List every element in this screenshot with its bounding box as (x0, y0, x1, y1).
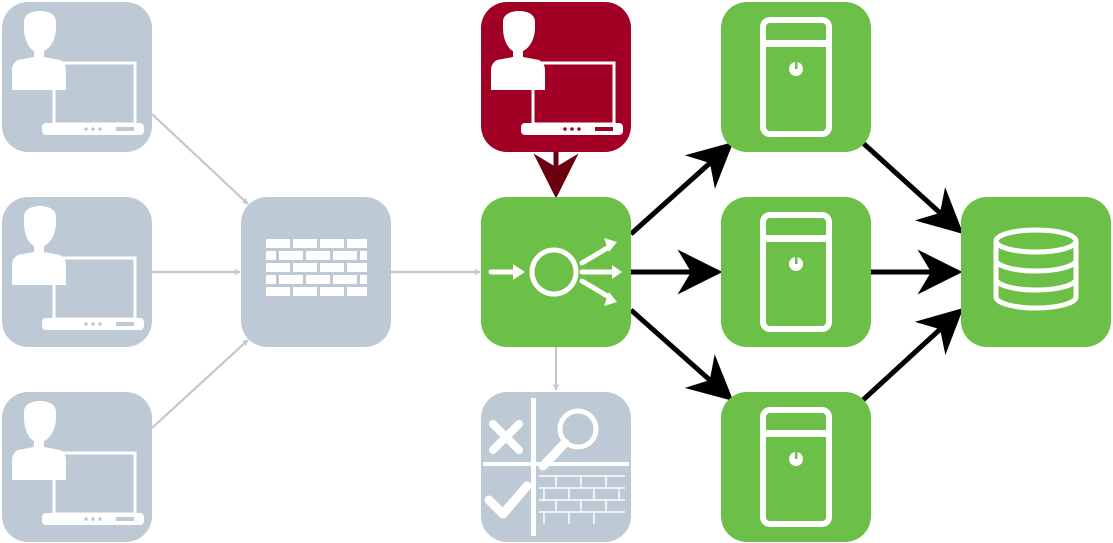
edge-layer (151, 113, 964, 429)
firewall-node[interactable] (241, 197, 391, 347)
load-balancer-node[interactable] (481, 197, 631, 347)
server-top-node[interactable] (721, 2, 871, 152)
user-bottom-node[interactable] (2, 392, 152, 542)
edge-server-bottom-to-database (861, 307, 964, 402)
database-icon (993, 227, 1079, 311)
edge-load-balancer-to-server-bottom (629, 308, 734, 401)
brick-wall-icon (266, 239, 367, 296)
server-middle-node[interactable] (721, 197, 871, 347)
user-top-node[interactable] (2, 2, 152, 152)
edge-server-top-to-database (861, 141, 964, 235)
admin-node[interactable] (481, 2, 631, 152)
edge-user-bottom-to-firewall (151, 339, 249, 429)
edge-load-balancer-to-server-top (629, 141, 734, 236)
waf-node[interactable] (481, 392, 631, 542)
edge-user-top-to-firewall (151, 113, 249, 205)
load-balancer-icon (488, 244, 617, 300)
inspection-filter-icon (483, 398, 629, 536)
user-middle-node[interactable] (2, 197, 152, 347)
database-node[interactable] (961, 197, 1111, 347)
server-bottom-node[interactable] (721, 392, 871, 542)
